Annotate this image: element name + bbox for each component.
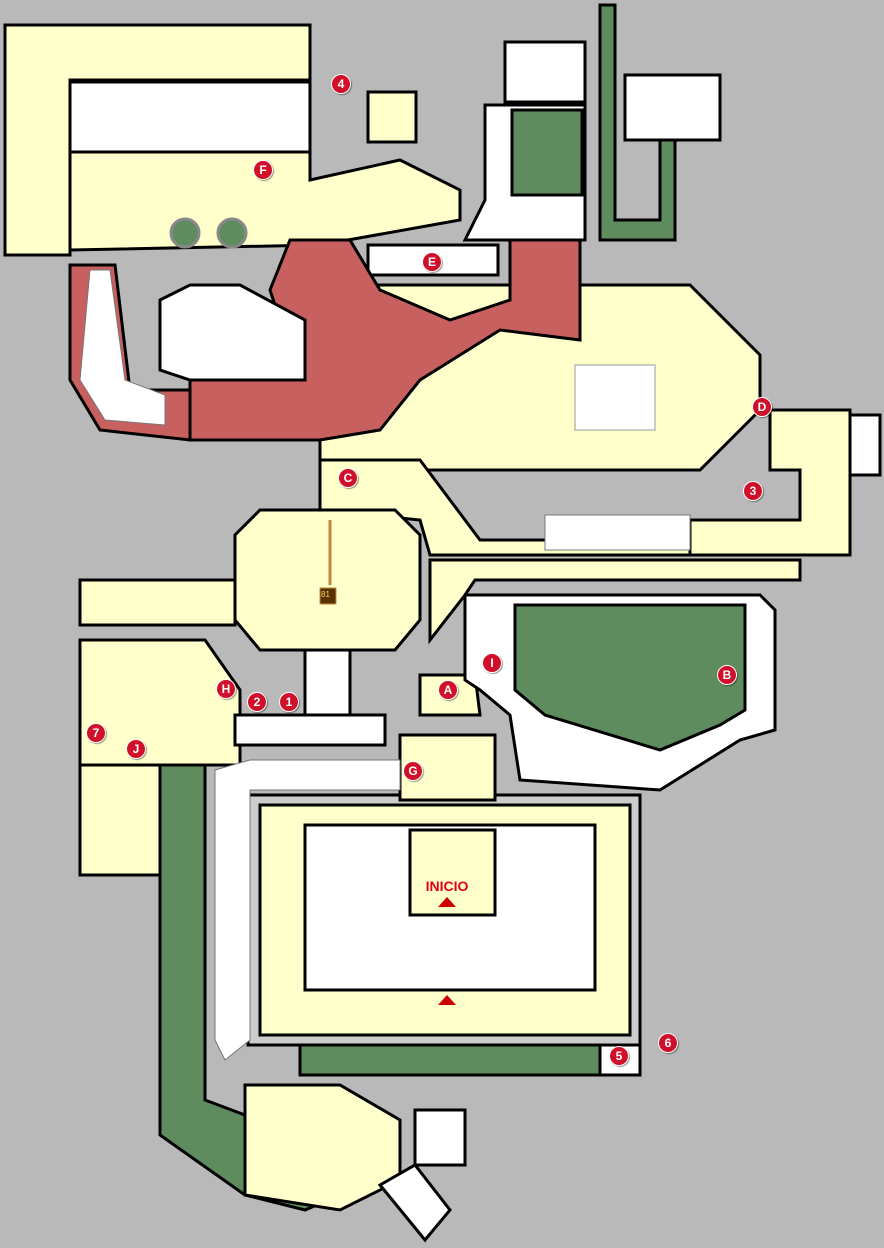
hall-rug [574, 364, 656, 431]
room-12-corridor [233, 713, 387, 747]
garden-south [298, 1043, 602, 1077]
marker-a: A [438, 680, 458, 700]
room-small-north [366, 90, 418, 144]
room-east-closet [848, 413, 882, 477]
room-northeast [623, 73, 722, 142]
planter [169, 217, 201, 249]
entry-arrow-icon [438, 995, 456, 1005]
marker-2: 2 [247, 692, 267, 712]
room-statue [233, 508, 422, 652]
room-west-7 [78, 638, 242, 767]
marker-7: 7 [86, 723, 106, 743]
planter [216, 217, 248, 249]
corridor-south-exit [377, 1163, 452, 1243]
room-south-east [413, 1108, 467, 1167]
item-81 [319, 587, 337, 605]
marker-4: 4 [331, 74, 351, 94]
marker-b: B [717, 665, 737, 685]
stairs-south-west [214, 759, 401, 1061]
stairs-west [79, 269, 166, 426]
marker-g: G [403, 761, 423, 781]
room-north-white [503, 40, 587, 104]
marker-e: E [422, 252, 442, 272]
marker-i: I [482, 653, 502, 673]
marker-f: F [253, 160, 273, 180]
room-west-wing [3, 23, 312, 257]
start-arrow-icon [438, 897, 456, 907]
marker-j: J [126, 739, 146, 759]
garden-east [513, 603, 747, 752]
marker-1: 1 [279, 692, 299, 712]
corridor-i [428, 558, 802, 645]
marker-d: D [752, 397, 772, 417]
room-south [243, 1083, 402, 1212]
room-start [408, 828, 497, 917]
stairs-c [544, 514, 691, 551]
start-label: INICIO [425, 878, 469, 894]
room-central-passage [303, 648, 352, 717]
room-west-study [158, 283, 307, 382]
garden-court [510, 108, 584, 197]
item-label: 81 [321, 590, 330, 599]
room-southwest [78, 763, 162, 877]
marker-3: 3 [743, 481, 763, 501]
marker-6: 6 [658, 1033, 678, 1053]
room-dining [68, 80, 312, 154]
corridor-west [78, 578, 237, 627]
marker-5: 5 [609, 1046, 629, 1066]
marker-c: C [338, 468, 358, 488]
room-north-hall [68, 150, 462, 252]
marker-h: H [216, 679, 236, 699]
